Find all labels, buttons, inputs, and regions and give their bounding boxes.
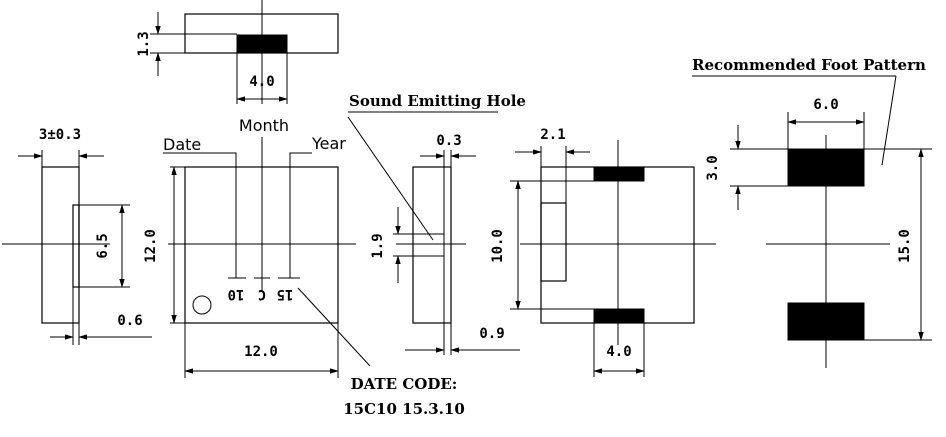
marking-month: C <box>258 286 266 302</box>
dim-hole-height: 1.9 <box>370 233 386 258</box>
dim-foot-width: 6.0 <box>813 97 838 113</box>
dim-side-bottom: 0.6 <box>117 313 142 329</box>
back-view <box>510 140 716 377</box>
dim-side-width: 3±0.3 <box>39 127 81 143</box>
marking-date: 10 <box>228 286 245 302</box>
label-sound-hole: Sound Emitting Hole <box>349 92 526 110</box>
label-date: Date <box>163 135 201 154</box>
dim-top-width: 4.0 <box>249 74 274 90</box>
label-foot-pattern: Recommended Foot Pattern <box>692 56 926 74</box>
dim-top-height: 1.3 <box>136 31 152 56</box>
dim-hole-width: 0.3 <box>436 133 461 149</box>
date-code-title: DATE CODE: <box>351 375 458 393</box>
dim-front-width: 12.0 <box>244 344 278 360</box>
marking-year: 15 <box>277 286 294 302</box>
foot-pattern <box>692 75 932 368</box>
dim-back-pad: 4.0 <box>606 344 631 360</box>
dim-foot-pad-height: 3.0 <box>705 155 721 180</box>
date-code-value: 15C10 15.3.10 <box>343 400 465 418</box>
side-view <box>2 150 152 345</box>
sound-hole-view <box>347 111 520 355</box>
dim-back-height: 10.0 <box>490 229 506 263</box>
dim-back-top: 2.1 <box>540 127 565 143</box>
label-year: Year <box>311 134 346 153</box>
top-view <box>150 0 339 104</box>
dim-side-inner: 6.5 <box>95 233 111 258</box>
dim-foot-total: 15.0 <box>897 229 913 263</box>
dim-front-height: 12.0 <box>143 229 159 263</box>
dim-hole-bottom: 0.9 <box>479 326 504 342</box>
front-view <box>163 137 371 378</box>
label-month: Month <box>239 116 289 135</box>
